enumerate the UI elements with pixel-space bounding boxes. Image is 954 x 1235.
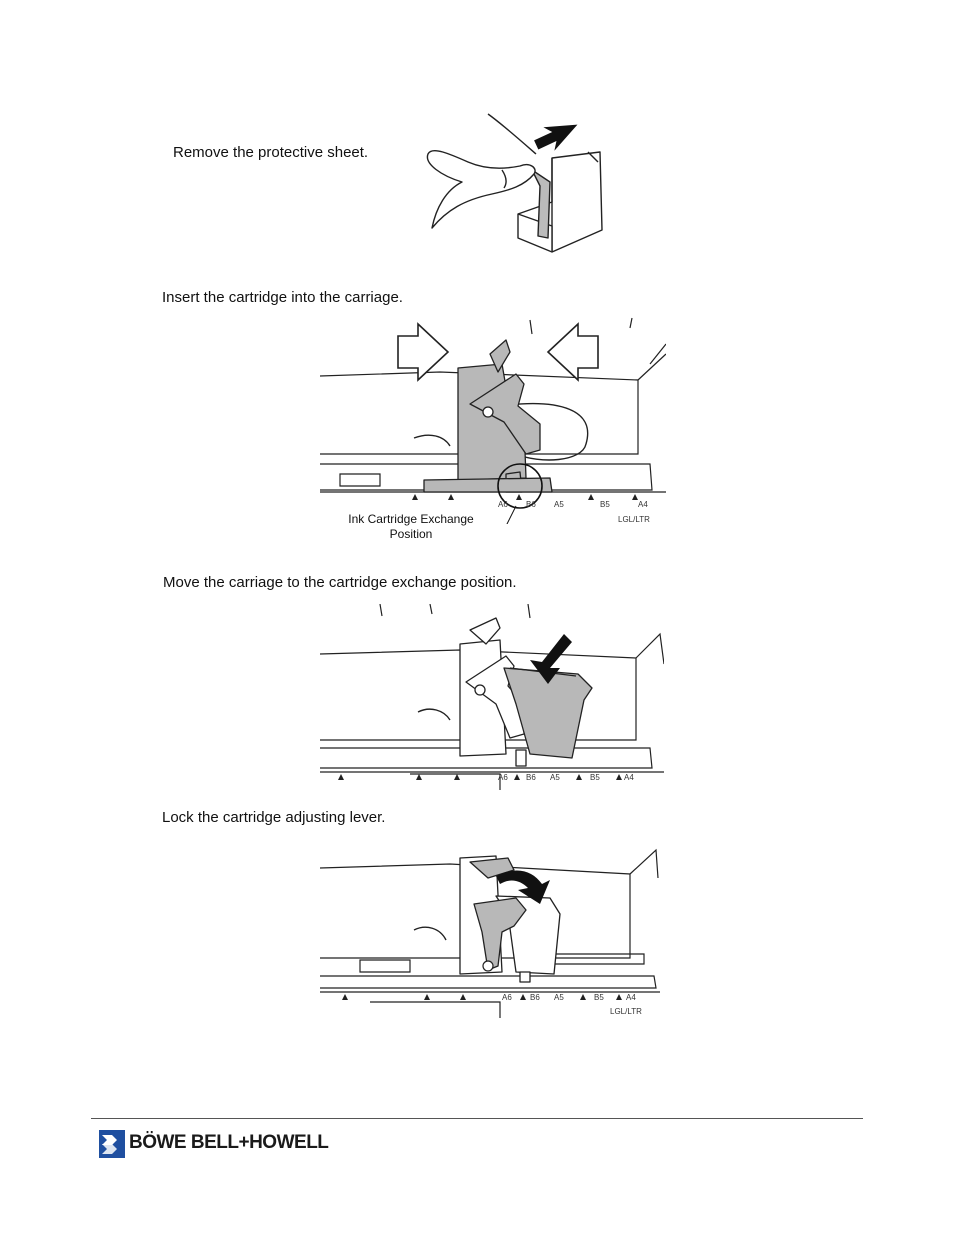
scale-label-a4: A4 [624,773,634,782]
scale-label-b5: B5 [590,773,600,782]
protective-sheet-illustration [402,110,614,258]
scale-label-a6: A6 [498,773,508,782]
insert-cartridge-illustration: A6 B6 A5 B5 A4 LGL/LTR [320,314,666,524]
scale-label-b5: B5 [594,993,604,1002]
caption-line-1: Ink Cartridge Exchange [338,512,484,527]
step-4-text: Lock the cartridge adjusting lever. [162,809,385,826]
step-2-text: Insert the cartridge into the carriage. [162,289,403,306]
scale-label-lgl-ltr: LGL/LTR [618,515,650,524]
scale-label-a5: A5 [550,773,560,782]
step-3-text: Move the carriage to the cartridge excha… [163,574,517,591]
scale-label-a6: A6 [502,993,512,1002]
scale-label-a4: A4 [626,993,636,1002]
footer-divider [91,1118,863,1119]
scale-label-a4: A4 [638,500,648,509]
lock-lever-illustration: A6 B6 A5 B5 A4 LGL/LTR [320,848,660,1022]
scale-label-a6: A6 [498,500,508,509]
scale-label-b6: B6 [526,500,536,509]
figure-2-caption: Ink Cartridge Exchange Position [338,512,484,542]
bbh-logo-icon [99,1130,125,1158]
exchange-position-illustration: A6 B6 A5 B5 A4 [320,604,664,792]
step-1-text: Remove the protective sheet. [173,144,368,161]
scale-label-a5: A5 [554,500,564,509]
scale-label-a5: A5 [554,993,564,1002]
scale-label-lgl-ltr: LGL/LTR [610,1007,642,1016]
logo-wordmark: BÖWE BELL+HOWELL [129,1132,328,1154]
scale-label-b5: B5 [600,500,610,509]
caption-line-2: Position [338,527,484,542]
scale-label-b6: B6 [530,993,540,1002]
scale-label-b6: B6 [526,773,536,782]
